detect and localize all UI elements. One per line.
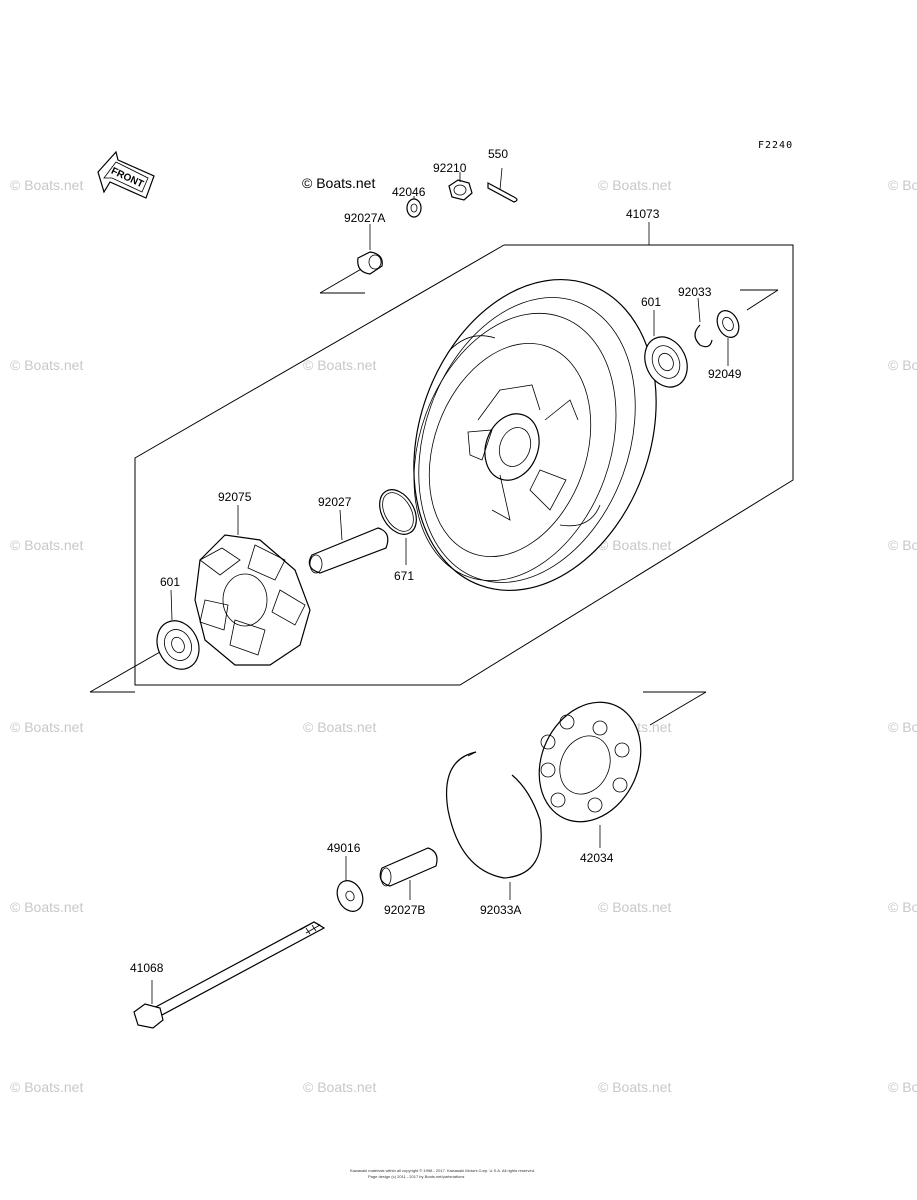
label-601-top: 601 bbox=[641, 295, 661, 309]
nut-92210 bbox=[448, 172, 473, 201]
watermark-grid: © Boats.net © Boats.net © Boats.net © Bo… bbox=[10, 177, 917, 1095]
circlip-92033 bbox=[694, 297, 713, 348]
washer-49016 bbox=[336, 856, 364, 912]
watermark: © Boats.net bbox=[888, 899, 917, 915]
watermark: © Boats.net bbox=[888, 1079, 917, 1095]
watermark: © Boats.net bbox=[10, 899, 83, 915]
label-41073: 41073 bbox=[626, 207, 660, 221]
watermark: © Boats.net bbox=[10, 1079, 83, 1095]
watermark: © Boats.net bbox=[598, 899, 671, 915]
watermark: © Boats.net bbox=[888, 537, 917, 553]
watermark: © Boats.net bbox=[888, 357, 917, 373]
coupling-42034 bbox=[538, 701, 642, 848]
front-arrow-icon: FRONT bbox=[97, 150, 155, 199]
label-92033A: 92033A bbox=[480, 903, 521, 917]
axle-41068 bbox=[133, 921, 326, 1029]
label-92049: 92049 bbox=[708, 367, 742, 381]
watermark: © Boats.net bbox=[303, 1079, 376, 1095]
label-41068: 41068 bbox=[130, 961, 164, 975]
sleeve-92027B bbox=[379, 847, 438, 900]
label-42034: 42034 bbox=[580, 851, 614, 865]
part-labels: 92027A 42046 92210 550 41073 601 92033 9… bbox=[130, 147, 742, 975]
watermark: © Boats.net bbox=[888, 177, 917, 193]
damper-92075 bbox=[194, 505, 311, 666]
o-ring-671 bbox=[379, 489, 417, 565]
seal-92049 bbox=[716, 310, 740, 366]
washer-42046 bbox=[406, 196, 422, 218]
watermark: © Boats.net bbox=[10, 177, 83, 193]
watermark: © Boats.net bbox=[303, 357, 376, 373]
watermark-main: © Boats.net bbox=[302, 175, 375, 191]
label-92027: 92027 bbox=[318, 495, 352, 509]
sleeve-92027 bbox=[308, 509, 389, 574]
label-92033: 92033 bbox=[678, 285, 712, 299]
label-92027B: 92027B bbox=[384, 903, 425, 917]
cotter-pin-550 bbox=[487, 167, 518, 203]
watermark: © Boats.net bbox=[10, 719, 83, 735]
collar-92027A bbox=[357, 224, 383, 275]
watermark: © Boats.net bbox=[10, 357, 83, 373]
label-550: 550 bbox=[488, 147, 508, 161]
watermark: © Boats.net bbox=[598, 1079, 671, 1095]
watermark: © Boats.net bbox=[598, 177, 671, 193]
watermark: © Boats.net bbox=[303, 719, 376, 735]
label-92075: 92075 bbox=[218, 490, 252, 504]
watermark: © Boats.net bbox=[888, 719, 917, 735]
label-92210: 92210 bbox=[433, 161, 467, 175]
assembly-outline bbox=[89, 244, 794, 726]
watermark: © Boats.net bbox=[598, 537, 671, 553]
circlip-92033A bbox=[446, 751, 542, 900]
copyright-line-1: Kawasaki materials within all copyright … bbox=[350, 1168, 535, 1173]
watermark: © Boats.net bbox=[10, 537, 83, 553]
label-92027A: 92027A bbox=[344, 211, 385, 225]
wheel-41073 bbox=[413, 222, 657, 592]
bearing-601-left bbox=[156, 589, 200, 670]
label-42046: 42046 bbox=[392, 185, 426, 199]
copyright-line-2: Page design (c) 2011 - 2017 by Boats.net… bbox=[368, 1174, 464, 1179]
figure-code: F2240 bbox=[758, 140, 793, 151]
label-49016: 49016 bbox=[327, 841, 361, 855]
bearing-601-top bbox=[644, 310, 688, 388]
label-671: 671 bbox=[394, 569, 414, 583]
label-601-left: 601 bbox=[160, 575, 180, 589]
